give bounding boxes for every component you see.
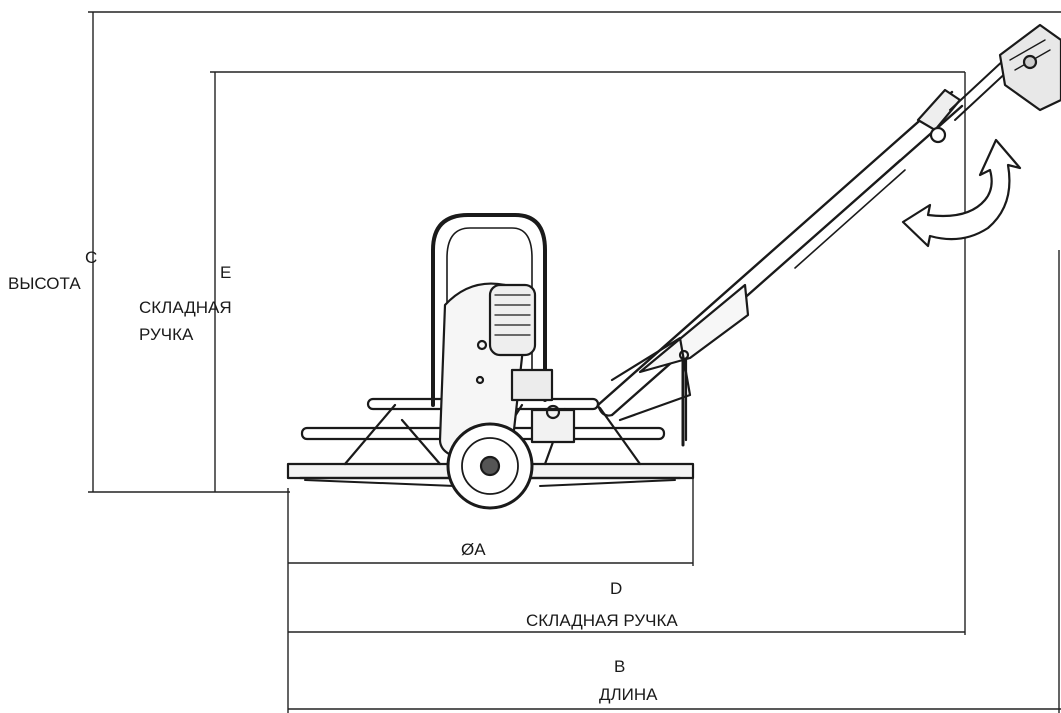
engine-knob bbox=[476, 339, 488, 351]
dimension-lines bbox=[88, 11, 1061, 713]
lift-handle-frame-inner bbox=[446, 227, 533, 401]
trowel-machine bbox=[286, 23, 1061, 510]
dim-c-letter: C bbox=[85, 248, 98, 267]
dim-b-caption: ДЛИНА bbox=[596, 685, 661, 705]
dim-b-letter: B bbox=[614, 657, 626, 676]
gas-spring-pin bbox=[678, 349, 690, 361]
dim-d-caption: СКЛАДНАЯ РУЧКА bbox=[522, 611, 682, 631]
gearbox-bolt bbox=[545, 404, 561, 420]
gearbox bbox=[510, 368, 554, 402]
gearbox-lower bbox=[530, 408, 576, 444]
transport-wheel-hub bbox=[479, 455, 501, 477]
dim-d-letter: D bbox=[610, 579, 623, 598]
dim-c-caption: ВЫСОТА bbox=[8, 274, 81, 293]
curved-double-arrow-icon bbox=[901, 138, 1022, 248]
lift-handle-frame bbox=[431, 213, 547, 407]
engine-cylinder bbox=[488, 283, 537, 357]
handle-tube-end bbox=[596, 403, 614, 417]
handle-bracket bbox=[638, 283, 750, 374]
dim-e-letter: E bbox=[220, 263, 232, 282]
transport-wheel-inner bbox=[461, 437, 519, 495]
handle-joint-knob bbox=[929, 126, 947, 144]
trowel-blades bbox=[304, 479, 676, 487]
engine-fins bbox=[494, 294, 531, 336]
engine-knob bbox=[475, 375, 485, 385]
handle-joint bbox=[916, 88, 962, 132]
dim-e-caption-line2: РУЧКА bbox=[139, 325, 194, 344]
control-knob bbox=[1022, 54, 1038, 70]
dim-a-label: ØA bbox=[461, 540, 486, 559]
handle-sleeve bbox=[789, 159, 906, 269]
dim-e-caption-line1: СКЛАДНАЯ bbox=[139, 298, 232, 317]
